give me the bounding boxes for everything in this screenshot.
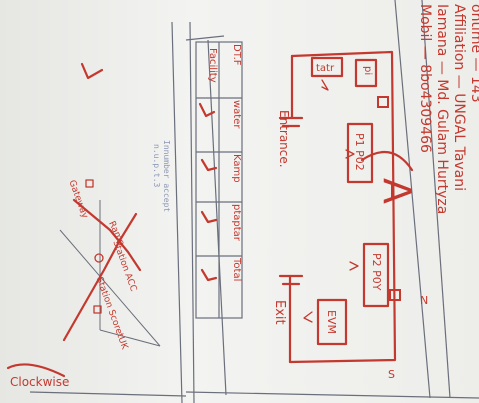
svg-text:Station ScoretUK: Station ScoretUK <box>94 276 130 352</box>
svg-text:pi: pi <box>362 66 373 75</box>
svg-text:ptaptar: ptaptar <box>231 204 242 242</box>
info-line-4: Mobil — 8bo4309466 <box>417 4 433 153</box>
svg-text:Innumber accept: Innumber accept <box>162 140 171 212</box>
svg-text:S: S <box>388 368 395 381</box>
grade-mark: A <box>375 178 419 204</box>
box-p1p02 <box>346 122 374 184</box>
svg-text:Kamp: Kamp <box>231 154 242 183</box>
svg-text:water: water <box>231 100 242 129</box>
svg-text:DT.F: DT.F <box>231 44 242 66</box>
clockwise-label: Clockwise <box>10 375 69 389</box>
circuit-diagram: tatr pi P1 P02 P2 P0Y EVM Entrance. Exit… <box>272 50 428 381</box>
box-pi <box>354 58 378 88</box>
entrance-label: Entrance. <box>277 110 291 168</box>
exit-label: Exit <box>272 300 287 325</box>
svg-text:N: N <box>420 294 428 307</box>
grade-swoosh <box>360 150 414 172</box>
box-p2p0y <box>362 242 390 308</box>
page-rules <box>29 0 479 403</box>
student-info: ontime — 143 Affiliation — UNGAL Tavani … <box>417 4 479 214</box>
svg-text:Facility: Facility <box>207 48 218 83</box>
info-line-3: Iamana — Md. Gulam Hurtyza <box>434 4 450 214</box>
info-line-1: ontime — 143 <box>468 4 479 103</box>
svg-text:Total: Total <box>231 257 242 281</box>
svg-text:P2 P0Y: P2 P0Y <box>370 253 383 291</box>
box-evm <box>316 298 348 346</box>
box-tatr <box>310 56 344 78</box>
svg-text:n.u.p.t.3: n.u.p.t.3 <box>152 144 161 188</box>
info-line-2: Affiliation — UNGAL Tavani <box>451 4 467 191</box>
svg-text:tatr: tatr <box>316 63 335 74</box>
svg-text:EVM: EVM <box>325 310 338 334</box>
facility-table: DT.F water Kamp ptaptar Total Facility <box>195 41 243 319</box>
svg-text:P1 P02: P1 P02 <box>353 133 366 171</box>
slope-diagram: Innumber accept n.u.p.t.3 Gateway Ramp S… <box>6 62 171 389</box>
